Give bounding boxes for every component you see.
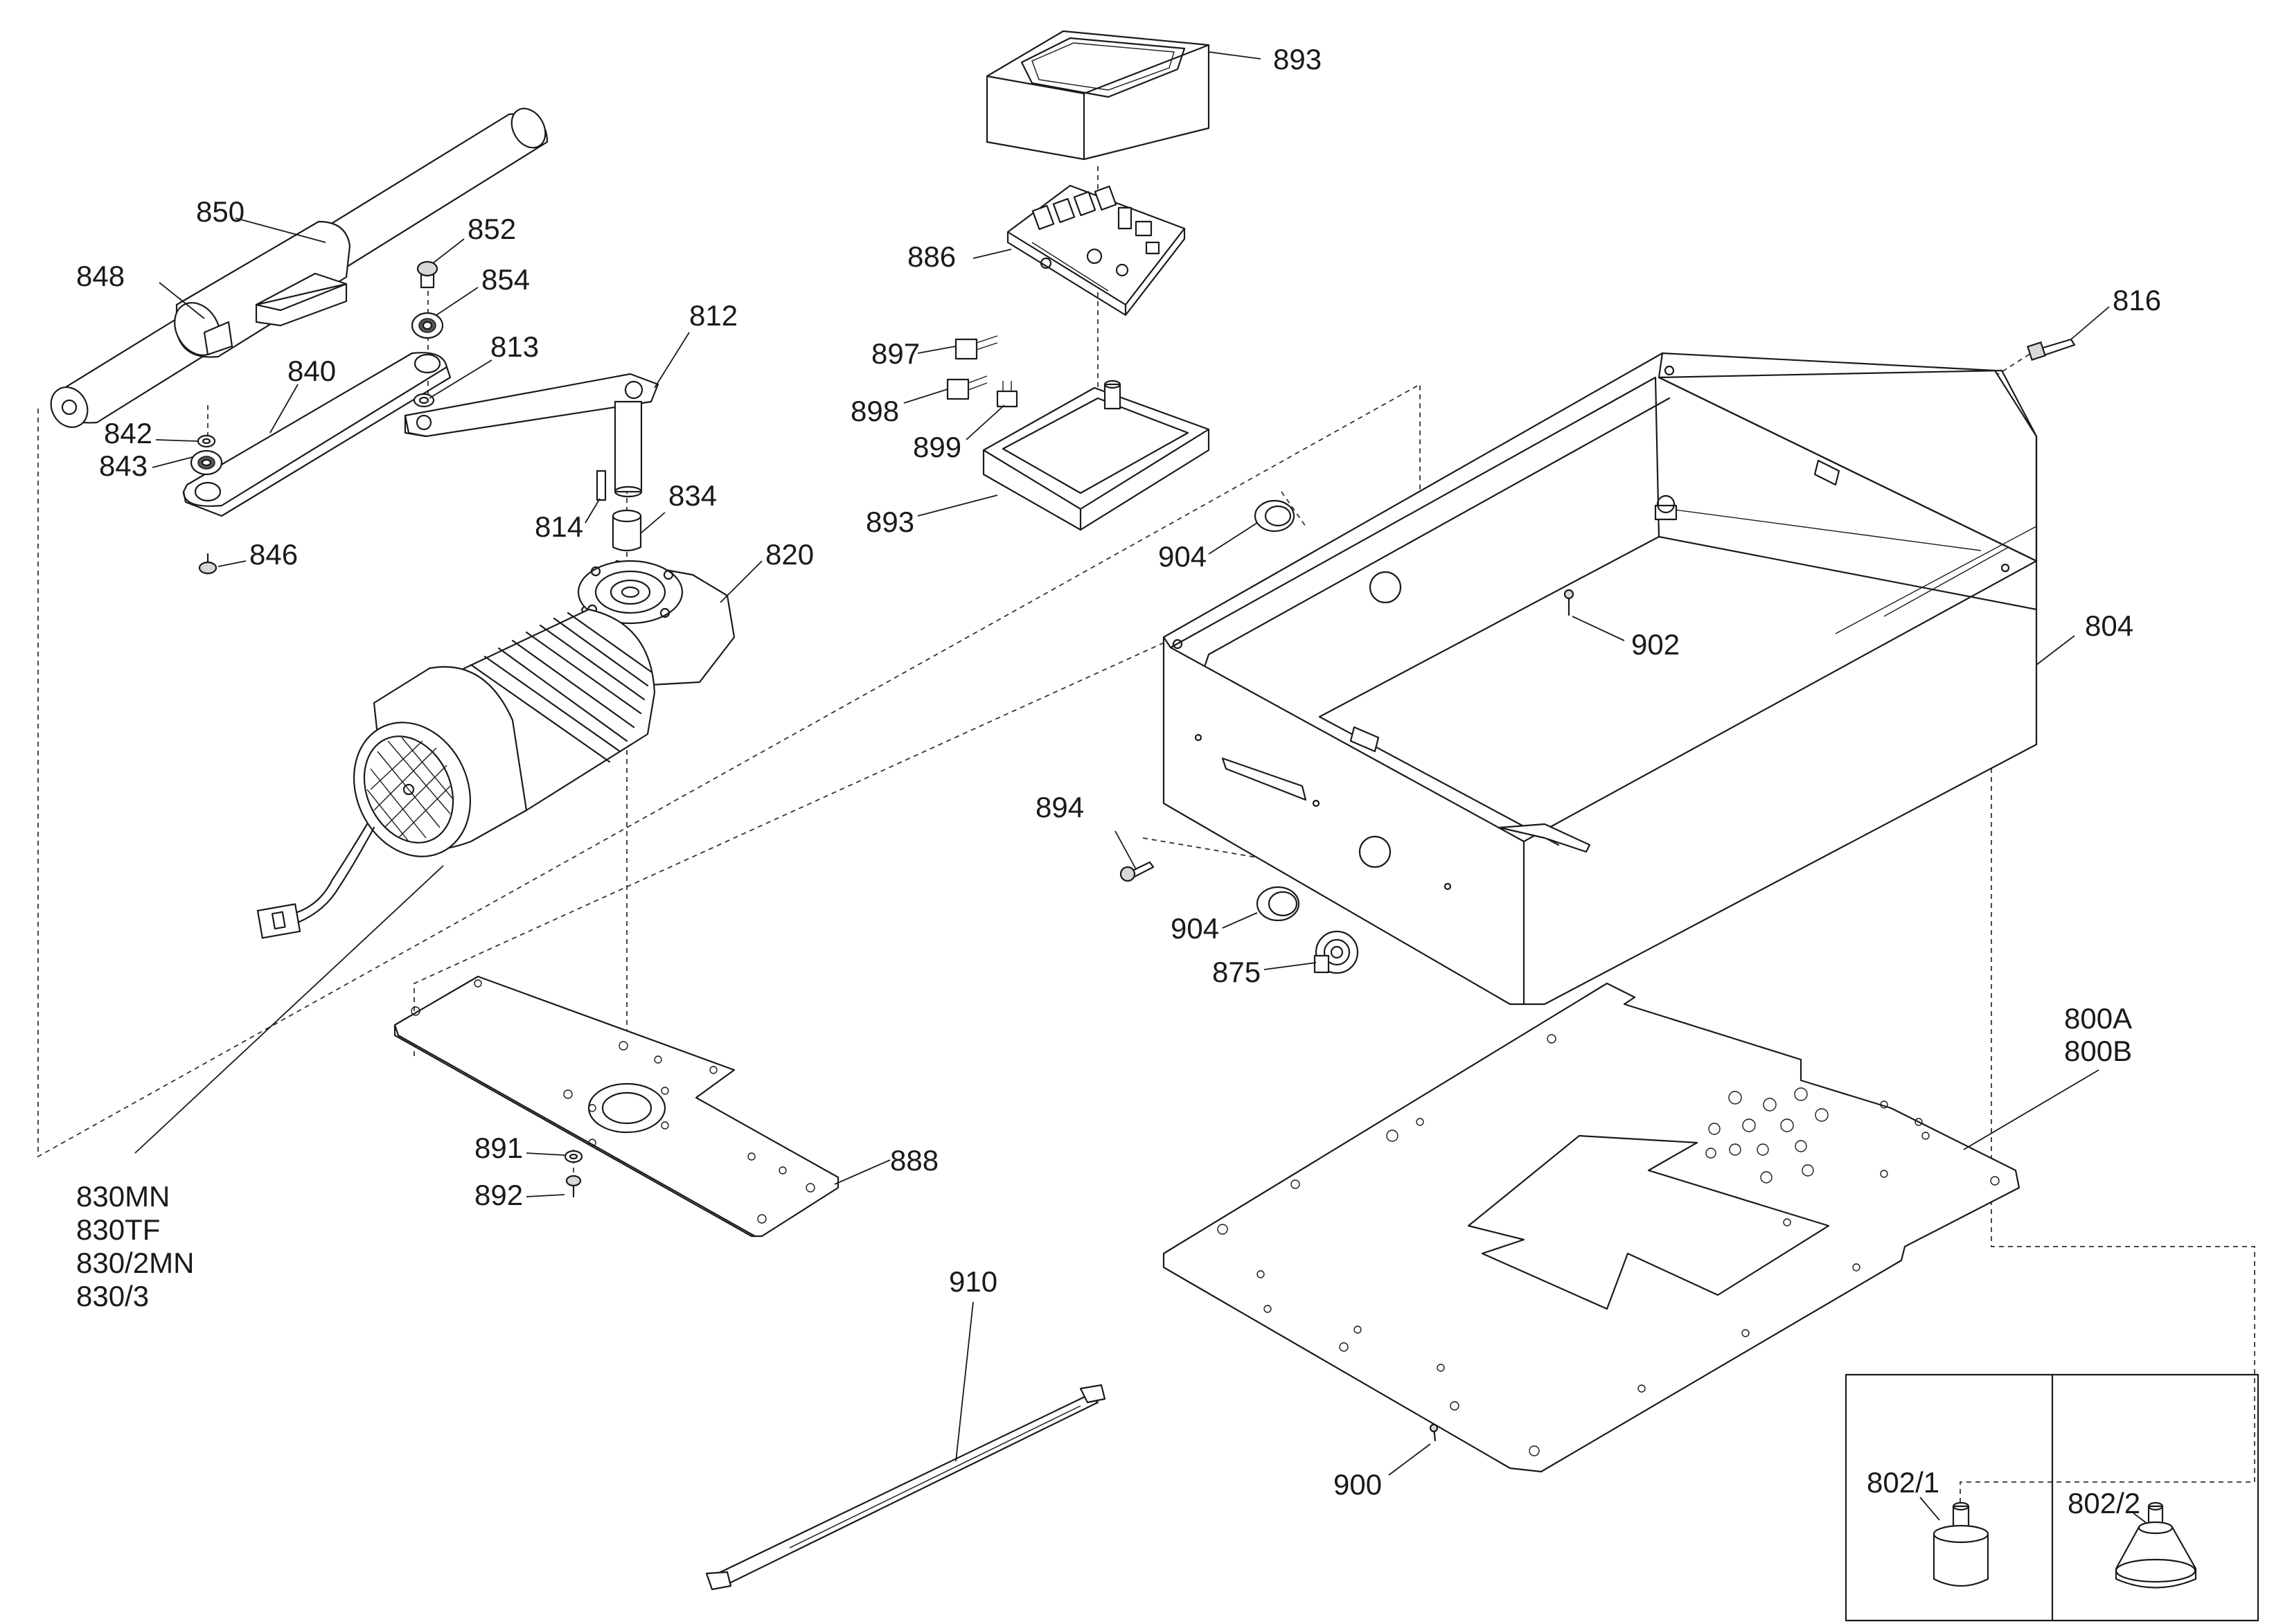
circuit-board — [1006, 184, 1186, 316]
label-843: 843 — [99, 449, 148, 482]
label-830-3: 830/3 — [76, 1280, 149, 1312]
label-904-side: 904 — [1171, 912, 1219, 945]
label-898: 898 — [851, 395, 899, 427]
foot-802-2 — [2115, 1501, 2197, 1589]
strap-910 — [705, 1384, 1106, 1591]
label-802-1: 802/1 — [1867, 1466, 1939, 1499]
label-854: 854 — [481, 263, 530, 296]
shaft-assembly — [50, 107, 549, 428]
mounting-plate-holes — [411, 979, 815, 1224]
label-842: 842 — [104, 417, 152, 449]
arm-812 — [404, 373, 659, 498]
label-846: 846 — [249, 538, 298, 571]
label-820: 820 — [765, 538, 814, 571]
label-840: 840 — [287, 355, 336, 387]
bearing-843 — [190, 449, 223, 476]
grommet-904-top — [1254, 499, 1295, 533]
label-875: 875 — [1212, 956, 1261, 988]
main-housing — [1162, 352, 2038, 1006]
control-box-lid — [986, 30, 1210, 161]
label-902: 902 — [1631, 628, 1680, 661]
label-816: 816 — [2113, 284, 2161, 316]
motor-fan-grille — [366, 737, 454, 842]
label-800b: 800B — [2064, 1035, 2132, 1067]
screw-816 — [2027, 338, 2076, 361]
label-834: 834 — [668, 479, 717, 512]
screw-852 — [416, 260, 438, 289]
base-plate — [1162, 982, 2020, 1473]
screw-892 — [565, 1175, 582, 1198]
washer-842 — [197, 434, 216, 448]
label-904-top: 904 — [1158, 540, 1207, 573]
label-813: 813 — [490, 330, 539, 363]
control-box-base — [982, 380, 1210, 531]
part-labels: 893 886 897 898 899 893 904 816 902 804 … — [76, 43, 2161, 1519]
feet-inset — [1845, 1373, 2259, 1622]
label-891: 891 — [474, 1132, 523, 1164]
motor-cooling-fins — [470, 612, 652, 763]
grommet-904-side — [1256, 886, 1300, 922]
label-897: 897 — [871, 337, 920, 370]
label-802-2: 802/2 — [2068, 1487, 2140, 1519]
foot-802-1 — [1933, 1501, 1989, 1587]
label-830mn: 830MN — [76, 1180, 170, 1213]
screw-900 — [1429, 1423, 1439, 1442]
screw-846 — [198, 553, 217, 575]
pin-814 — [596, 470, 607, 501]
label-830-2mn: 830/2MN — [76, 1247, 194, 1279]
small-components — [946, 335, 1018, 408]
label-888: 888 — [890, 1144, 939, 1177]
label-893-lid: 893 — [1273, 43, 1322, 75]
washer-891 — [564, 1150, 583, 1163]
base-plate-holes — [1217, 1034, 2000, 1456]
label-900: 900 — [1333, 1468, 1382, 1501]
label-814: 814 — [535, 510, 583, 543]
lever-840 — [182, 352, 452, 517]
bearing-854 — [411, 312, 444, 339]
washer-813 — [413, 393, 435, 408]
label-800a: 800A — [2064, 1002, 2132, 1035]
mounting-plate-888 — [393, 975, 839, 1238]
label-892: 892 — [474, 1179, 523, 1211]
label-899: 899 — [913, 431, 961, 463]
label-893-base: 893 — [866, 506, 914, 538]
screw-894 — [1119, 861, 1155, 882]
bushing-834 — [612, 509, 642, 552]
leader-lines — [134, 51, 2148, 1524]
label-848: 848 — [76, 260, 125, 292]
label-894: 894 — [1036, 791, 1084, 823]
label-804: 804 — [2085, 609, 2133, 642]
cable-gland-875 — [1313, 930, 1359, 974]
label-910: 910 — [949, 1265, 997, 1298]
label-852: 852 — [468, 213, 516, 245]
label-886: 886 — [907, 240, 956, 273]
screw-902 — [1563, 589, 1574, 616]
label-850: 850 — [196, 195, 245, 228]
label-830tf: 830TF — [76, 1213, 160, 1246]
label-812: 812 — [689, 299, 738, 332]
motor-gearbox — [256, 560, 736, 939]
